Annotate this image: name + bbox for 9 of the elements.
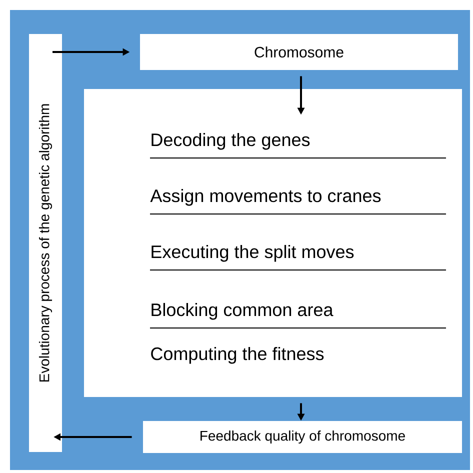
process-box: Chromosome	[140, 34, 458, 70]
process-box: Feedback quality of chromosome	[143, 421, 462, 453]
list-item: Computing the fitness	[151, 346, 324, 364]
list-item: Blocking common area	[152, 302, 334, 320]
process-box	[84, 89, 462, 397]
list-item: Executing the split moves	[152, 244, 354, 262]
process-box: Evolutionary process of the genetic algorithm	[29, 34, 62, 452]
list-item: Assign movements to cranes	[150, 188, 381, 206]
list-item: Decoding the genes	[152, 132, 310, 150]
